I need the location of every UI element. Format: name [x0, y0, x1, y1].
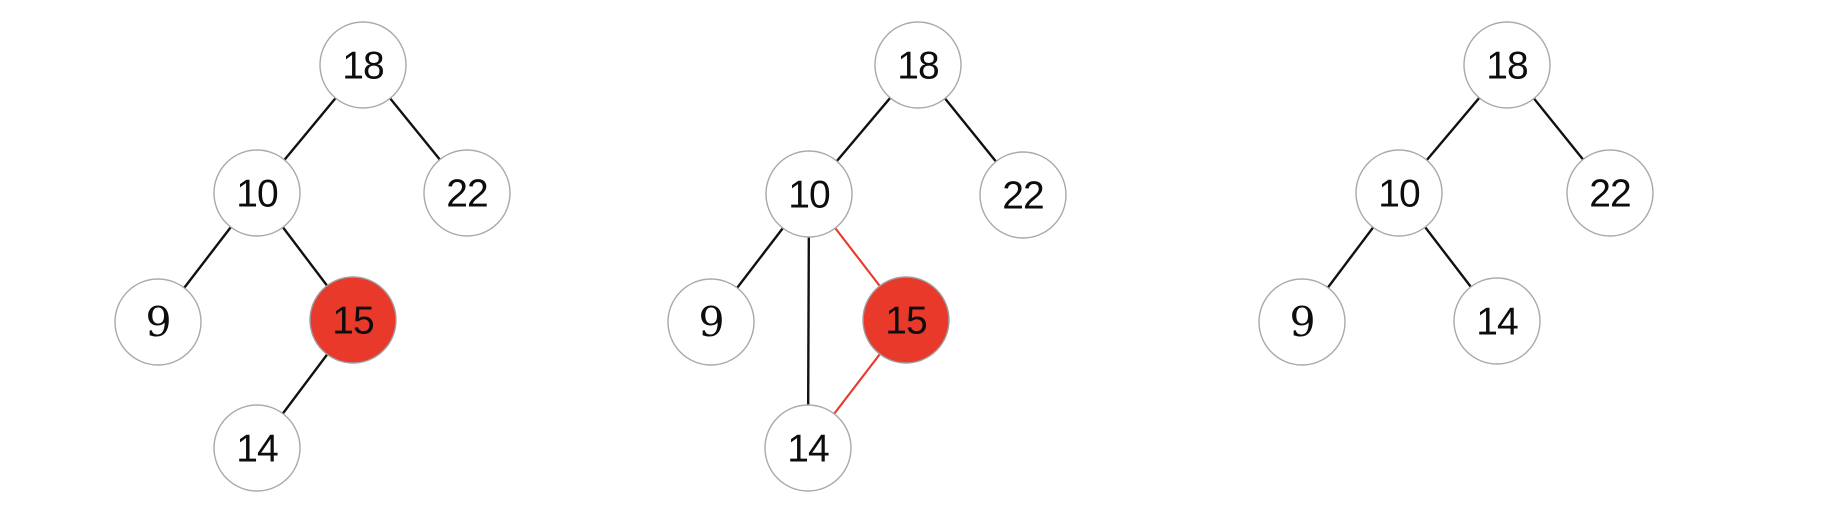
node-circle — [1453, 277, 1541, 365]
node-label: 9 — [145, 298, 170, 346]
tree-node-18: 18 — [874, 21, 962, 109]
node-circle — [1463, 21, 1551, 109]
node-label: 22 — [446, 173, 487, 216]
node-circle-highlighted — [862, 276, 950, 364]
node-label: 10 — [236, 173, 278, 216]
tree-node-14: 14 — [213, 404, 301, 492]
node-label: 15 — [885, 300, 927, 343]
node-circle-highlighted — [309, 276, 397, 364]
node-circle — [423, 149, 511, 237]
tree-node-9: 9 — [1258, 278, 1346, 366]
tree-node-18: 18 — [319, 21, 407, 109]
tree-step-3-after-deletion: 18 10 22 9 14 — [1258, 21, 1654, 366]
node-circle — [1355, 149, 1443, 237]
tree-node-10: 10 — [765, 150, 853, 238]
node-label: 14 — [787, 428, 829, 471]
tree-node-22: 22 — [423, 149, 511, 237]
tree-node-14: 14 — [764, 404, 852, 492]
tree-node-15-highlighted: 15 — [862, 276, 950, 364]
node-label: 22 — [1589, 173, 1630, 216]
node-label: 10 — [788, 174, 830, 217]
tree-node-14: 14 — [1453, 277, 1541, 365]
tree-node-18: 18 — [1463, 21, 1551, 109]
node-circle — [114, 278, 202, 366]
node-label: 15 — [332, 300, 374, 343]
node-label: 18 — [342, 45, 383, 88]
node-circle — [1258, 278, 1346, 366]
node-label: 9 — [1289, 298, 1314, 346]
tree-node-10: 10 — [213, 149, 301, 237]
node-circle — [764, 404, 852, 492]
node-circle — [667, 278, 755, 366]
node-label: 22 — [1002, 175, 1043, 218]
tree-node-10: 10 — [1355, 149, 1443, 237]
node-label: 18 — [1486, 45, 1527, 88]
node-circle — [319, 21, 407, 109]
tree-node-22: 22 — [1566, 149, 1654, 237]
node-circle — [213, 149, 301, 237]
tree-node-15-highlighted: 15 — [309, 276, 397, 364]
node-label: 18 — [897, 45, 938, 88]
node-circle — [213, 404, 301, 492]
node-circle — [1566, 149, 1654, 237]
node-label: 10 — [1378, 173, 1420, 216]
node-label: 14 — [1476, 301, 1518, 344]
node-circle — [765, 150, 853, 238]
tree-node-9: 9 — [667, 278, 755, 366]
tree-node-22: 22 — [979, 151, 1067, 239]
node-circle — [979, 151, 1067, 239]
tree-node-9: 9 — [114, 278, 202, 366]
node-label: 14 — [236, 428, 278, 471]
node-label: 9 — [698, 298, 723, 346]
tree-step-1-node-15-marked: 18 10 22 9 15 14 — [114, 21, 511, 492]
node-circle — [874, 21, 962, 109]
tree-step-2-relink-around-15: 18 10 22 9 15 14 — [667, 21, 1067, 492]
